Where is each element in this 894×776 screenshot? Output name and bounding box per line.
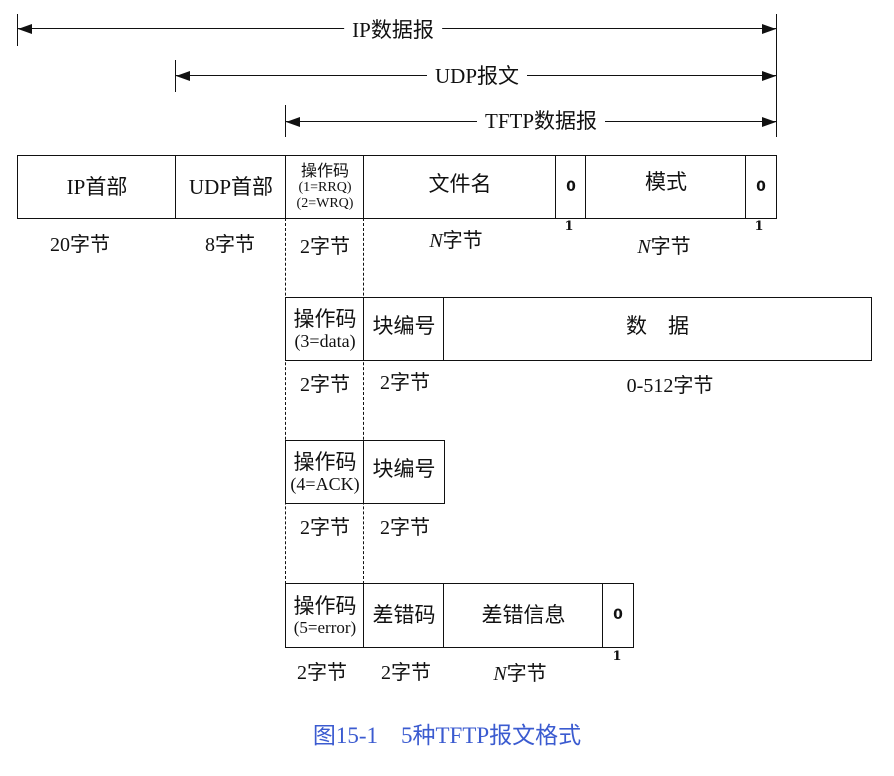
size-label: N字节 [493, 657, 546, 686]
n-var: N [493, 663, 507, 685]
size-label: 2字节 [380, 517, 430, 539]
unit: 字节 [650, 236, 691, 258]
opcode-field: 操作码 (5=error) [285, 583, 365, 648]
ip-datagram-label: IP数据报 [344, 14, 442, 44]
opcode-value: (4=ACK) [290, 473, 360, 494]
opcode-label: 操作码 [293, 449, 357, 474]
terminator-field: 0 [745, 155, 777, 219]
n-var: N [637, 236, 651, 258]
arrow-right-icon [762, 117, 776, 127]
size-label: 1 [612, 649, 622, 664]
size-label: 0-512字节 [626, 375, 714, 397]
mode-field: 模式 [585, 155, 747, 219]
opcode-label: 操作码 [300, 162, 349, 180]
payload-field: 数 据 [443, 297, 872, 361]
terminator-field: 0 [555, 155, 587, 219]
error-code-field: 差错码 [363, 583, 445, 648]
ip-header-field: IP首部 [17, 155, 177, 219]
block-number-field: 块编号 [363, 440, 445, 504]
filename-field: 文件名 [363, 155, 557, 219]
n-var: N [429, 230, 443, 252]
size-label: N字节 [429, 224, 482, 253]
opcode-value: (5=error) [293, 617, 357, 637]
terminator-field: 0 [602, 583, 634, 648]
arrow-left-icon [176, 71, 190, 81]
arrow-right-icon [762, 24, 776, 34]
unit: 字节 [506, 663, 547, 685]
size-label: 1 [564, 219, 574, 234]
opcode-field: 操作码 (1=RRQ) (2=WRQ) [285, 155, 365, 219]
size-label: 2字节 [300, 374, 350, 396]
tftp-datagram-label: TFTP数据报 [476, 105, 606, 135]
opcode-wrq: (2=WRQ) [296, 195, 354, 211]
size-label: 20字节 [50, 234, 110, 256]
size-label: 1 [754, 219, 764, 234]
size-label: 2字节 [381, 662, 431, 684]
size-label: 2字节 [297, 662, 347, 684]
figure-caption: 图15-1 5种TFTP报文格式 [312, 723, 582, 748]
udp-message-label: UDP报文 [426, 60, 528, 90]
arrow-left-icon [18, 24, 32, 34]
opcode-rrq: (1=RRQ) [298, 180, 352, 196]
block-number-field: 块编号 [363, 297, 445, 361]
opcode-field: 操作码 (3=data) [285, 297, 365, 361]
opcode-field: 操作码 (4=ACK) [285, 440, 365, 504]
opcode-value: (3=data) [294, 330, 356, 351]
opcode-label: 操作码 [293, 593, 357, 618]
udp-header-field: UDP首部 [175, 155, 287, 219]
arrow-left-icon [286, 117, 300, 127]
dashed-guide [285, 218, 286, 584]
opcode-label: 操作码 [293, 306, 357, 331]
dashed-guide [363, 218, 364, 584]
error-message-field: 差错信息 [443, 583, 604, 648]
unit: 字节 [442, 230, 483, 252]
size-label: 2字节 [380, 372, 430, 394]
size-label: 2字节 [300, 236, 350, 258]
arrow-right-icon [762, 71, 776, 81]
size-label: 8字节 [205, 234, 255, 256]
size-label: 2字节 [300, 517, 350, 539]
size-label: N字节 [637, 230, 690, 259]
